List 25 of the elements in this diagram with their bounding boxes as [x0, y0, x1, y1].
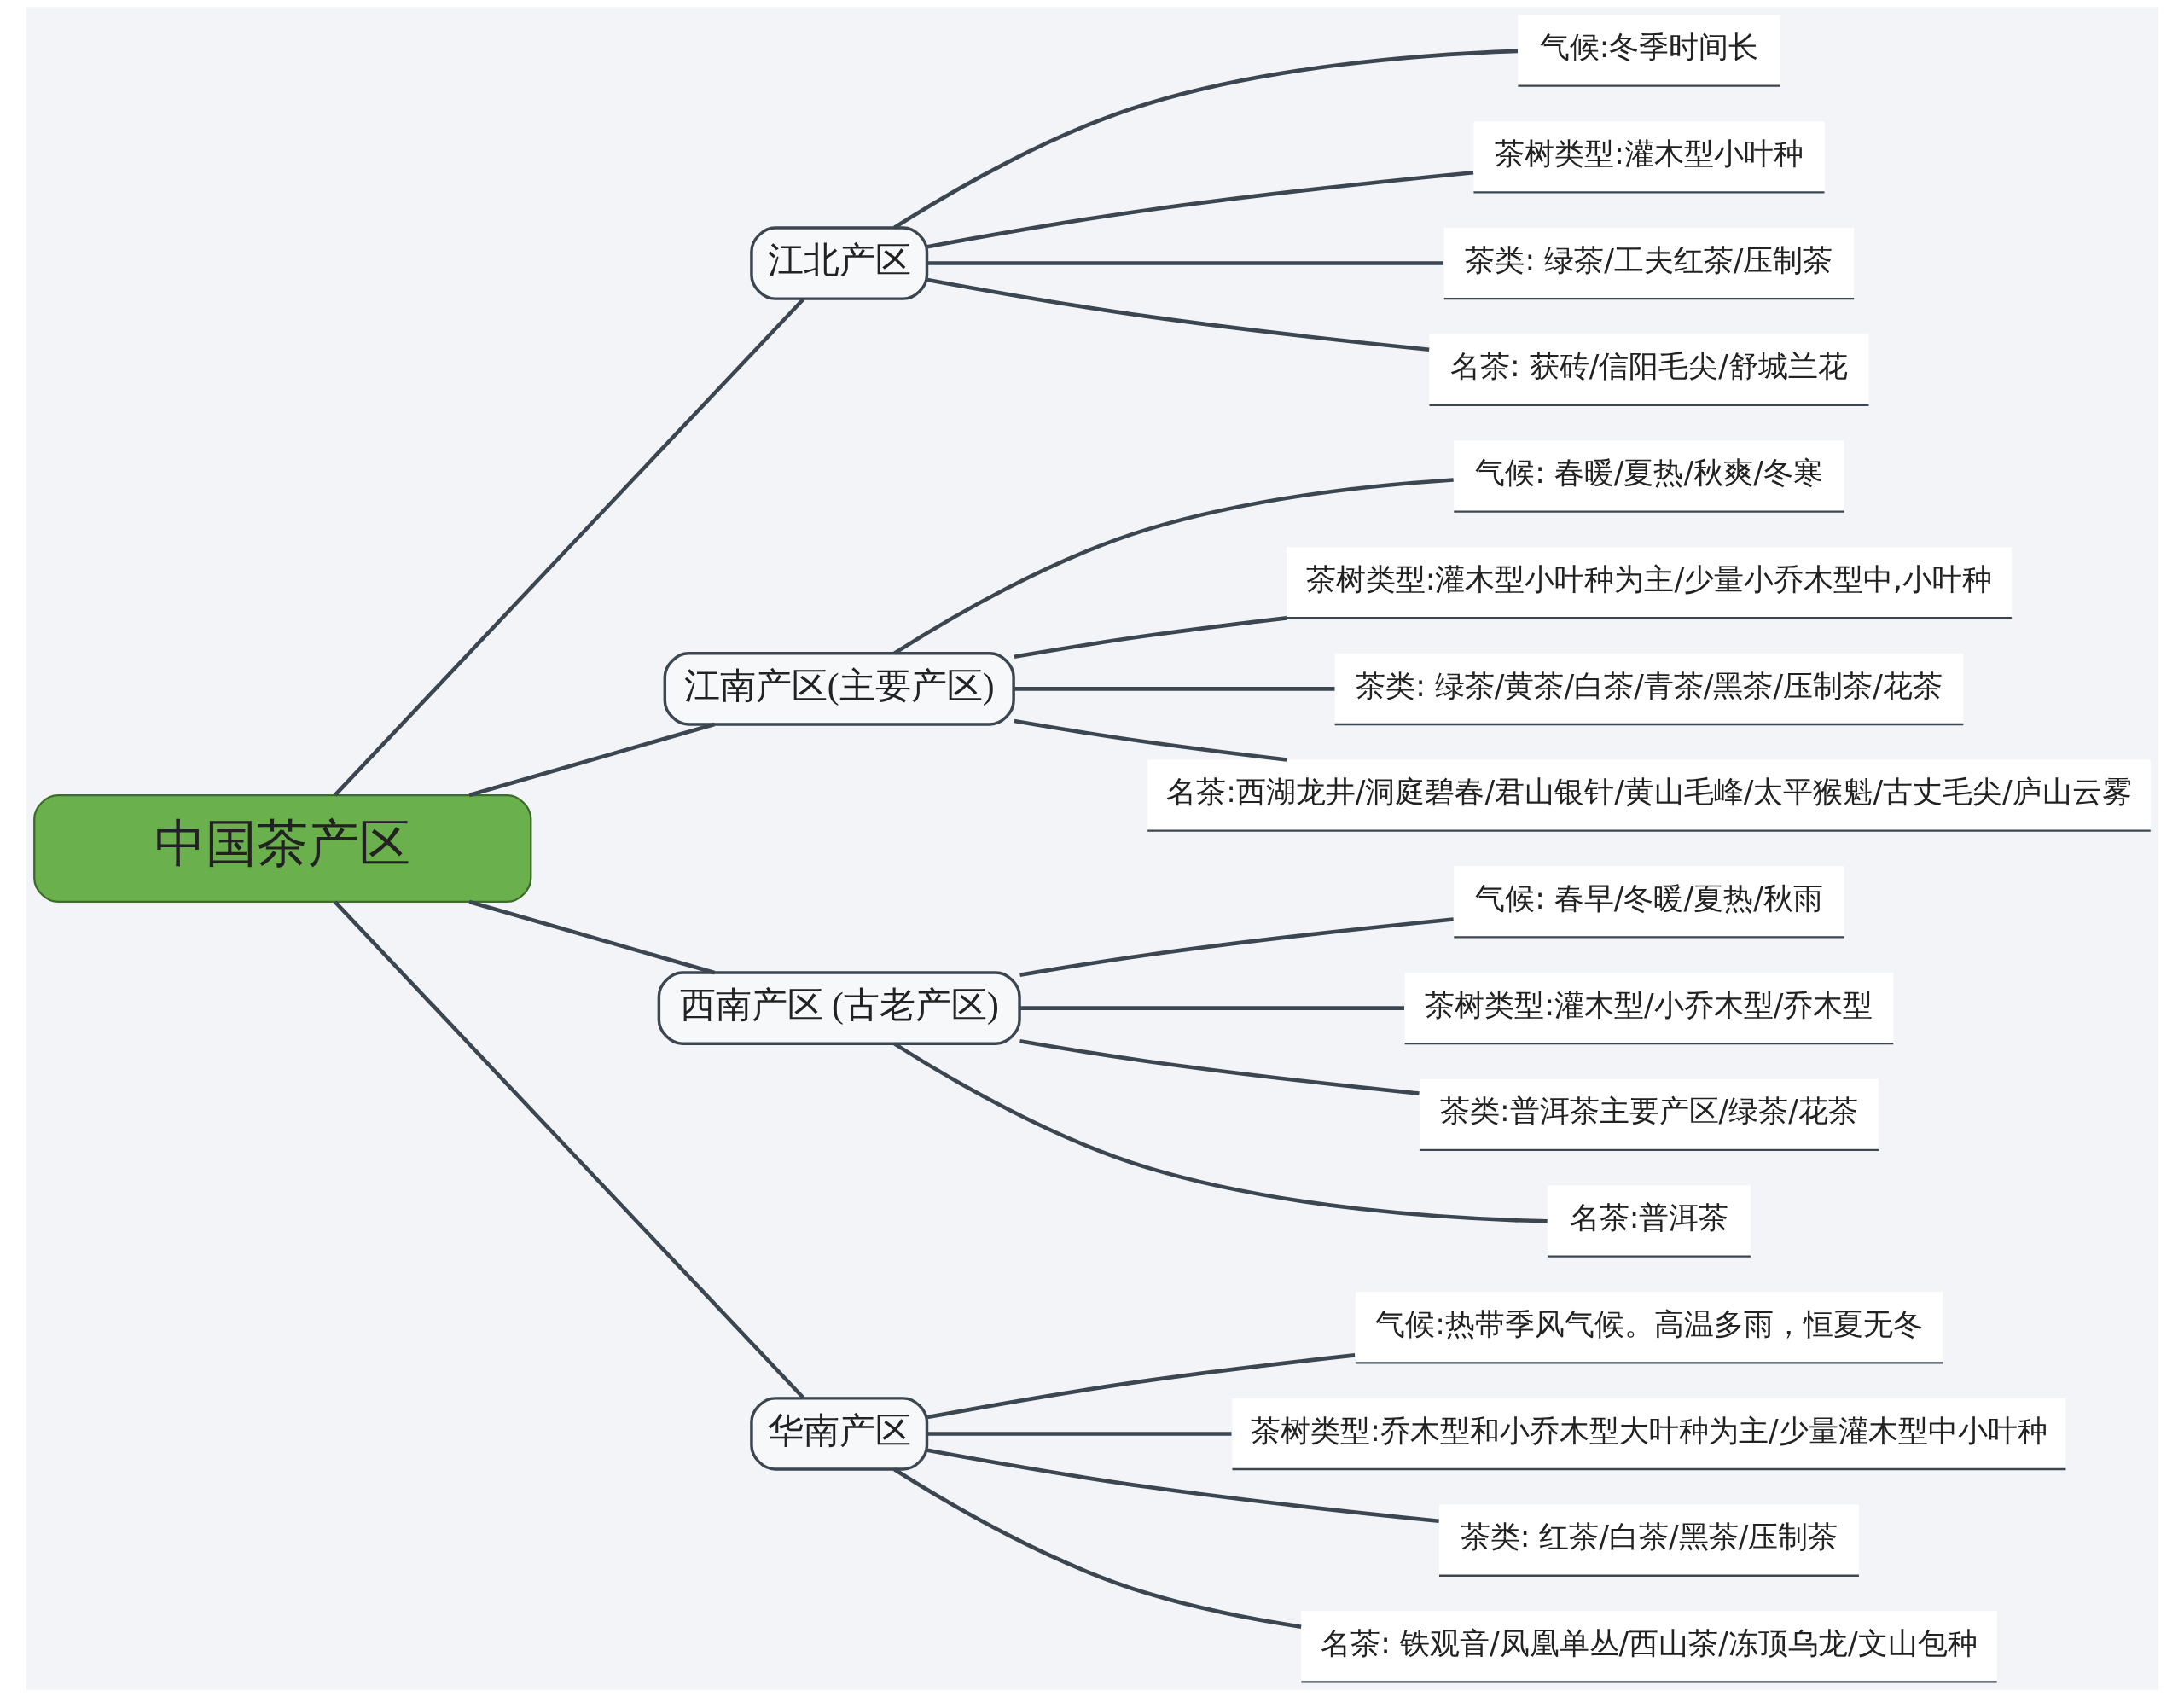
node-box: 西南产区 (古老产区) — [657, 971, 1021, 1045]
connector — [892, 1467, 1301, 1629]
connector — [1019, 917, 1454, 978]
connector — [926, 1448, 1439, 1524]
connector — [468, 899, 715, 975]
connector — [468, 722, 715, 798]
connector — [1014, 718, 1287, 762]
connector — [1019, 1039, 1420, 1095]
node-box: 江南产区(主要产区) — [663, 652, 1015, 726]
connector — [926, 1432, 1231, 1436]
connector — [892, 1042, 1548, 1223]
node-box: 华南产区 — [749, 1397, 928, 1471]
connector — [926, 1353, 1355, 1420]
node-box: 中国茶产区 — [32, 794, 531, 903]
connector — [892, 478, 1454, 655]
connector — [926, 277, 1429, 352]
connector — [1014, 616, 1287, 660]
connector — [1014, 687, 1334, 691]
connector — [333, 298, 804, 797]
connector — [926, 170, 1473, 249]
connector — [1019, 1006, 1404, 1010]
connector — [926, 261, 1443, 265]
connector — [333, 900, 804, 1399]
connector — [892, 49, 1518, 230]
node-box: 江北产区 — [749, 226, 928, 300]
